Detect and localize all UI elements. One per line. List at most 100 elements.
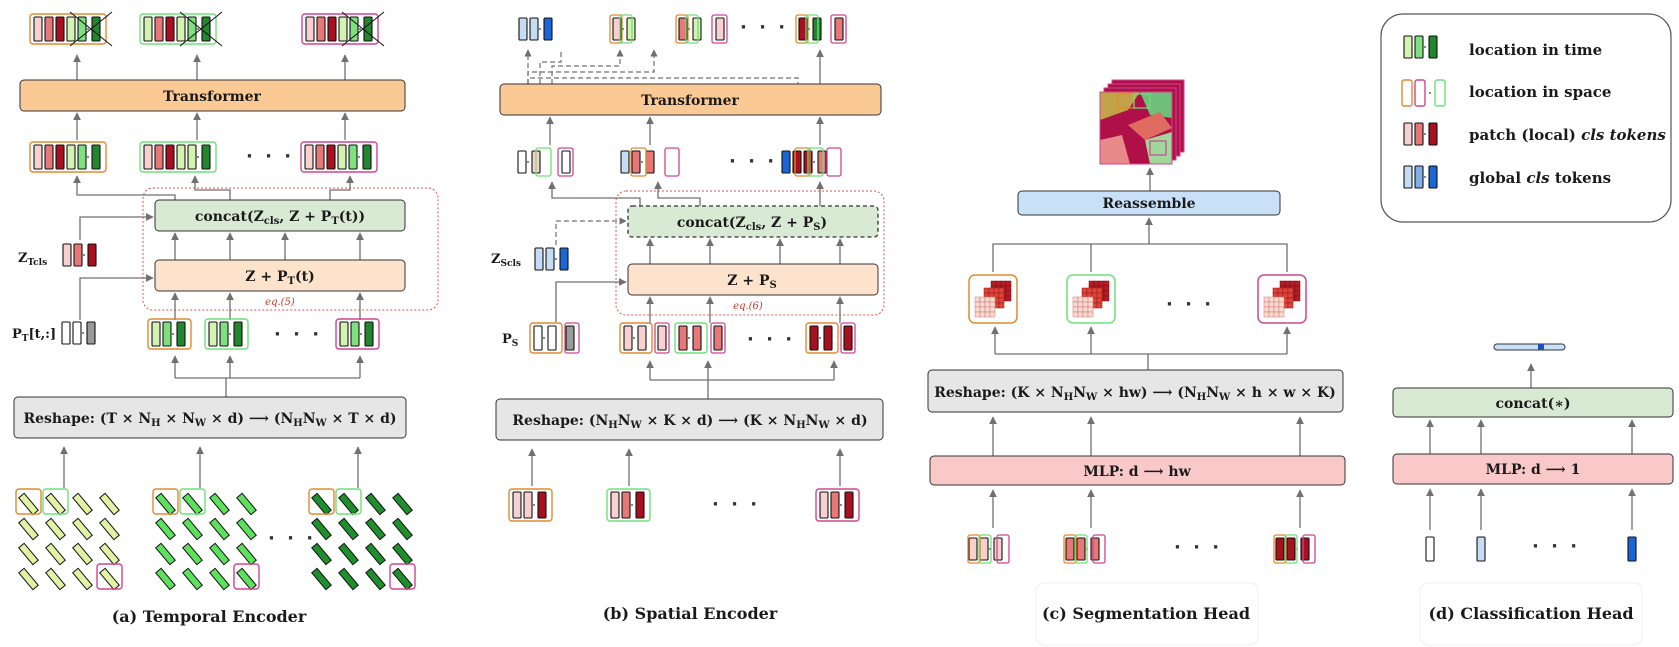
legend-icon-global-cls <box>1403 165 1438 189</box>
patch-mask-block <box>968 274 1018 324</box>
eq6-region <box>615 190 885 316</box>
token-group <box>29 141 107 173</box>
transformer-label: Transformer <box>163 89 261 105</box>
z-scls-label: ZScls <box>491 252 521 269</box>
token-group <box>798 17 822 41</box>
transformer-box <box>19 79 406 112</box>
token-group <box>968 537 1003 561</box>
ellipsis: · · · <box>712 494 760 515</box>
legend-label-global-cls: global cls tokens <box>1469 169 1611 187</box>
token-group <box>678 17 702 41</box>
ellipsis: · · · <box>268 528 316 549</box>
cls-token-group <box>62 243 97 267</box>
add-positional-box <box>154 259 406 292</box>
reshape-label: Reshape: (NHNW × K × d) ⟶ (K × NHNW × d) <box>512 413 867 431</box>
patch-mask-block <box>1066 274 1116 324</box>
z-tcls-label: ZTcls <box>18 251 47 268</box>
mlp-label: MLP: d ⟶ 1 <box>1486 462 1581 478</box>
token-group <box>1275 537 1310 561</box>
patch-grid <box>152 488 260 591</box>
segmentation-map-stack <box>1099 79 1185 165</box>
legend-icon-space <box>1401 79 1446 107</box>
caption-frame <box>1419 582 1643 646</box>
concat-label: concat(Zcls, Z + PT(t)) <box>195 209 365 227</box>
ellipsis: · · · <box>747 329 795 350</box>
concat-label: concat(∗) <box>1495 396 1570 412</box>
caption-segmentation: (c) Segmentation Head <box>1042 604 1250 623</box>
reshape-box <box>927 369 1344 413</box>
token-group <box>204 318 249 350</box>
reshape-box <box>13 396 407 439</box>
token-group <box>561 150 571 174</box>
output-token-group <box>301 11 385 47</box>
caption-spatial: (b) Spatial Encoder <box>603 604 778 623</box>
add-positional-label: Z + PT(t) <box>245 269 314 287</box>
positional-token-group <box>565 325 575 351</box>
token-group <box>517 150 541 174</box>
mlp-box <box>929 455 1346 486</box>
ellipsis: · · · <box>1174 537 1222 558</box>
reassemble-label: Reassemble <box>1102 196 1195 212</box>
global-cls-token-group <box>518 17 553 41</box>
token-group <box>619 322 653 354</box>
reshape-box <box>495 398 884 441</box>
legend-label-space: location in space <box>1469 83 1611 101</box>
token-group <box>674 322 708 354</box>
legend-frame <box>1380 13 1672 223</box>
token-group <box>715 17 725 41</box>
add-positional-label: Z + PS <box>727 273 776 291</box>
legend-icon-time <box>1403 35 1438 59</box>
positional-token-group <box>529 322 563 354</box>
cls-token-group <box>534 247 569 271</box>
legend-label-patch-cls: patch (local) cls tokens <box>1469 126 1666 144</box>
segmentation-head-panel: Reassemble · · · Reshape: (K × NHNW × hw… <box>927 79 1346 646</box>
token-group <box>139 141 217 173</box>
ellipsis: · · · <box>729 151 777 172</box>
classification-head-panel: concat(∗) MLP: d ⟶ 1 · · · (d) Classific… <box>1392 343 1674 646</box>
positional-token-group <box>61 321 96 345</box>
output-token-group <box>139 11 223 47</box>
caption-temporal: (a) Temporal Encoder <box>112 607 307 626</box>
eq5-region <box>142 187 439 311</box>
ellipsis: · · · <box>246 146 294 167</box>
output-logit-bar <box>1493 343 1566 351</box>
reshape-label: Reshape: (T × NH × NW × d) ⟶ (NHNW × T ×… <box>23 411 396 429</box>
reassemble-box <box>1017 190 1281 216</box>
token-group <box>606 488 651 522</box>
segmentation-map <box>1099 91 1173 165</box>
token-group <box>815 488 860 522</box>
eq6-label: eq.(6) <box>733 301 763 312</box>
token-group <box>612 17 636 41</box>
transformer-label: Transformer <box>641 93 739 109</box>
token-group <box>147 318 192 350</box>
spatial-encoder-panel: · · · Transformer · · · concat(Zcl <box>491 14 885 623</box>
token-group <box>300 141 378 173</box>
concat-box <box>154 199 406 232</box>
token-group <box>834 17 844 41</box>
ellipsis: · · · <box>740 17 788 38</box>
transformer-box <box>499 83 882 116</box>
token-group <box>805 322 839 354</box>
mlp-label: MLP: d ⟶ hw <box>1083 464 1191 480</box>
concat-label: concat(Zcls, Z + PS) <box>677 215 827 233</box>
ps-label: PS <box>502 332 518 349</box>
output-token-group <box>29 11 113 47</box>
token-group <box>781 150 827 174</box>
ellipsis: · · · <box>1532 536 1580 557</box>
ellipsis: · · · <box>1166 294 1214 315</box>
eq5-label: eq.(5) <box>265 297 295 308</box>
legend-label-time: location in time <box>1469 41 1602 59</box>
token-group <box>620 150 655 174</box>
mlp-box <box>1392 453 1674 485</box>
token-group <box>508 488 553 522</box>
token-group <box>335 318 380 350</box>
token-group <box>1065 537 1100 561</box>
caption-classification: (d) Classification Head <box>1428 604 1633 623</box>
reshape-label: Reshape: (K × NHNW × hw) ⟶ (NHNW × h × w… <box>934 385 1336 403</box>
add-positional-box <box>627 263 879 296</box>
ellipsis: · · · <box>274 324 322 345</box>
global-cls-token <box>1425 536 1435 562</box>
concat-box <box>627 205 879 238</box>
pt-label: PT[t,:] <box>12 327 56 344</box>
